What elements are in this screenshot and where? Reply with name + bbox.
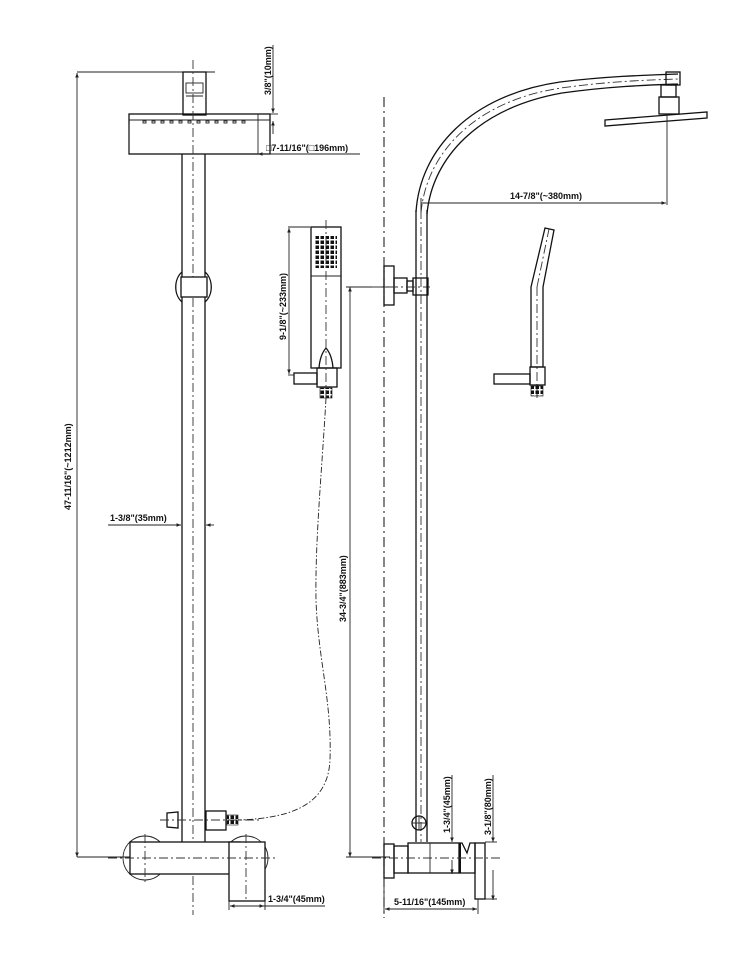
head-thickness-dimension: 3/8"(10mm) <box>263 45 278 134</box>
slide-rail-height-dimension: 34-3/4"(883mm) <box>338 286 395 858</box>
total-height-dimension: 47-11/16"(~1212mm) <box>63 71 215 858</box>
side-riser <box>415 210 428 842</box>
mixer-valve-side <box>372 842 500 900</box>
front-view: 47-11/16"(~1212mm) <box>63 45 360 915</box>
valve-depth-dimension: 5-11/16"(145mm) <box>383 878 479 914</box>
hand-shower-length-dimension: 9-1/8"(~233mm) <box>278 226 310 376</box>
nozzle-row <box>142 120 246 124</box>
arm-reach-dimension: 14-7/8"(~380mm) <box>420 191 666 210</box>
valve-small-height-label: 1-3/4"(45mm) <box>442 776 452 833</box>
valve-small-height-dimension: 1-3/4"(45mm) <box>442 775 454 874</box>
rail-diameter-dimension: 1-3/8"(35mm) <box>108 513 214 527</box>
shower-head-side <box>604 84 708 205</box>
shower-head-front <box>128 113 271 155</box>
valve-large-height-dimension: 3-1/8"(80mm) <box>483 775 497 900</box>
handle-width-dimension: 1-3/4"(45mm) <box>228 894 325 910</box>
wall-bracket <box>372 265 430 306</box>
arm-reach-label: 14-7/8"(~380mm) <box>510 191 582 201</box>
slide-rail <box>181 60 206 915</box>
hose-outlet <box>160 810 260 831</box>
hand-shower-side <box>493 227 555 400</box>
hand-shower-front: 9-1/8"(~233mm) <box>278 220 342 400</box>
riser-knob <box>411 815 427 831</box>
hand-shower-length-label: 9-1/8"(~233mm) <box>278 273 288 340</box>
rail-clamp <box>175 271 212 303</box>
head-size-label: □7-11/16"(□196mm) <box>266 143 348 153</box>
total-height-label: 47-11/16"(~1212mm) <box>63 423 73 510</box>
hand-shower-nozzles <box>314 236 337 268</box>
shower-hose <box>237 397 331 821</box>
head-thickness-label: 3/8"(10mm) <box>263 46 273 95</box>
handle-width-label: 1-3/4"(45mm) <box>268 894 325 904</box>
head-size-dimension: □7-11/16"(□196mm) <box>128 114 360 156</box>
side-view: 34-3/4"(883mm) <box>338 71 708 918</box>
rail-diameter-label: 1-3/8"(35mm) <box>110 513 167 523</box>
valve-large-height-label: 3-1/8"(80mm) <box>483 778 493 835</box>
valve-depth-label: 5-11/16"(145mm) <box>394 897 465 907</box>
slide-rail-height-label: 34-3/4"(883mm) <box>338 555 348 622</box>
mixer-valve-front <box>108 834 275 902</box>
shower-head-connector <box>182 71 207 116</box>
